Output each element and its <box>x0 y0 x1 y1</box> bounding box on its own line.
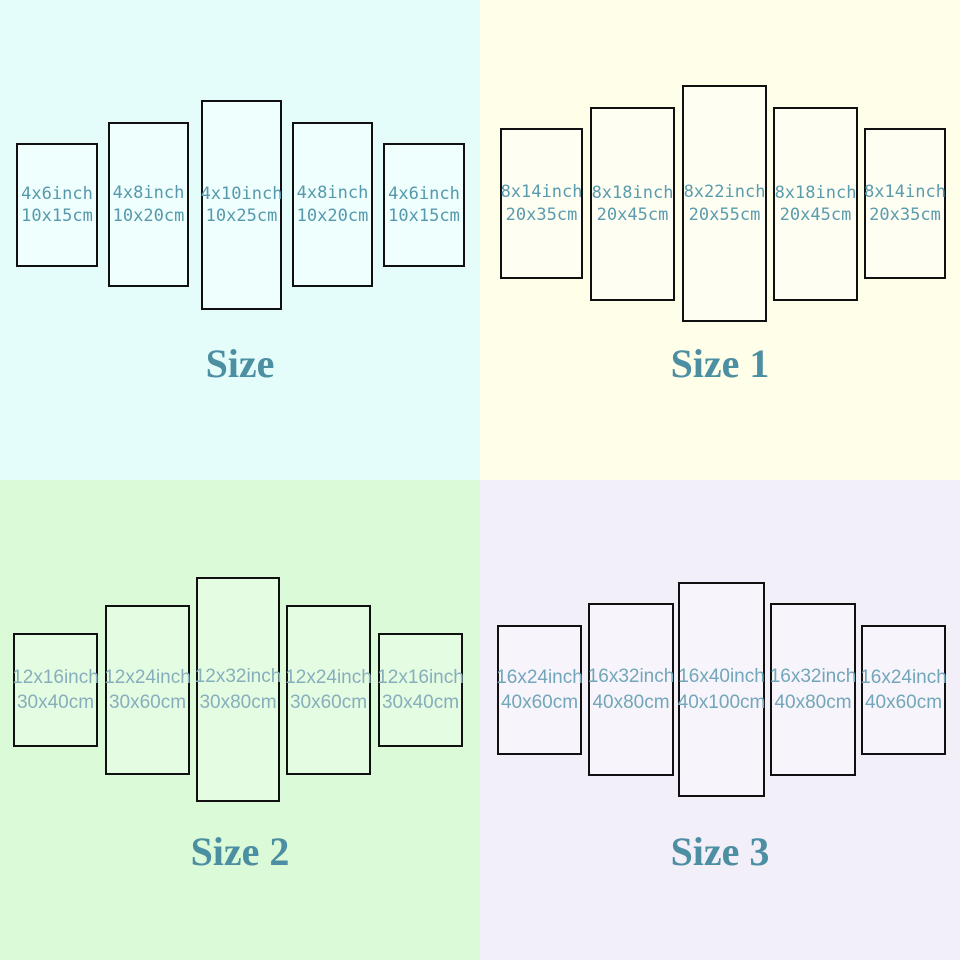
panel-inch-label: 4x6inch <box>21 183 93 204</box>
panel-cm-label: 20x45cm <box>779 205 852 225</box>
panel-inch-label: 4x8inch <box>112 183 185 204</box>
panel-label: 12x32inch 30x80cm <box>195 664 282 714</box>
panel-cm-label: 20x35cm <box>869 204 941 225</box>
panel-inch-label: 12x24inch <box>285 666 372 688</box>
panel-label: 16x32inch 40x80cm <box>770 664 857 714</box>
panel-inch-label: 12x16inch <box>377 666 464 688</box>
panel-inch-label: 16x32inch <box>769 666 857 688</box>
panel-inch-label: 16x32inch <box>587 666 675 688</box>
size-panel: 12x16inch 30x40cm <box>377 633 464 747</box>
panel-inch-label: 8x14inch <box>864 182 946 203</box>
size-panel: 4x6inch 10x15cm <box>16 143 98 267</box>
size-panel: 8x22inch 20x55cm <box>682 85 767 322</box>
quadrant-title: Size 1 <box>670 341 770 386</box>
panel-cm-label: 20x35cm <box>505 204 578 225</box>
panel-label: 4x8inch 10x20cm <box>297 182 369 226</box>
size-panel: 4x6inch 10x15cm <box>383 143 465 267</box>
panel-cm-label: 10x25cm <box>205 206 278 226</box>
size-panel: 16x24inch 40x60cm <box>860 625 947 755</box>
size-panel: 8x14inch 20x35cm <box>500 128 583 279</box>
size-panel: 16x32inch 40x80cm <box>770 603 856 776</box>
quadrant-size-3: 16x24inch 40x60cm 16x32inch 40x80cm 16x4… <box>480 480 960 960</box>
size-panel: 4x10inch 10x25cm <box>201 100 282 310</box>
panel-cm-label: 30x60cm <box>108 692 187 713</box>
panel-cm-label: 10x20cm <box>296 205 369 226</box>
size-panel: 8x18inch 20x45cm <box>773 107 858 301</box>
panel-cm-label: 10x20cm <box>112 205 185 226</box>
panel-cm-label: 40x100cm <box>677 691 766 713</box>
size-panel: 16x32inch 40x80cm <box>588 603 674 776</box>
panel-label: 8x18inch 20x45cm <box>775 182 857 226</box>
panel-inch-label: 16x24inch <box>860 666 947 688</box>
panel-cm-label: 20x45cm <box>596 205 669 225</box>
quadrant-size-2: 12x16inch 30x40cm 12x24inch 30x60cm 12x3… <box>0 480 480 960</box>
panel-label: 16x32inch 40x80cm <box>588 664 675 714</box>
panel-cm-label: 30x80cm <box>199 691 277 713</box>
panel-inch-label: 8x18inch <box>591 182 674 203</box>
panel-inch-label: 16x24inch <box>496 666 583 688</box>
panel-label: 12x16inch 30x40cm <box>12 665 99 715</box>
panel-inch-label: 4x8inch <box>296 183 369 204</box>
panel-cm-label: 40x80cm <box>774 691 852 713</box>
panel-cm-label: 40x60cm <box>864 692 943 713</box>
panel-label: 4x8inch 10x20cm <box>113 182 185 226</box>
size-panel: 16x24inch 40x60cm <box>496 625 583 755</box>
panel-label: 4x6inch 10x15cm <box>21 183 93 227</box>
panel-cm-label: 30x60cm <box>289 692 368 713</box>
size-panel: 12x32inch 30x80cm <box>195 577 282 802</box>
panel-label: 16x24inch 40x60cm <box>860 665 947 715</box>
size-panel: 8x14inch 20x35cm <box>864 128 946 279</box>
panel-inch-label: 8x18inch <box>774 182 857 203</box>
quadrant-size: 4x6inch 10x15cm 4x8inch 10x20cm 4x10inch… <box>0 0 480 480</box>
panel-cm-label: 10x15cm <box>21 206 93 226</box>
panel-label: 16x24inch 40x60cm <box>496 665 583 715</box>
size-panel: 8x18inch 20x45cm <box>590 107 675 301</box>
panel-label: 12x16inch 30x40cm <box>377 665 464 715</box>
panel-cm-label: 10x15cm <box>388 206 460 226</box>
panel-label: 8x18inch 20x45cm <box>592 182 674 226</box>
panel-inch-label: 4x6inch <box>388 183 460 204</box>
size-panel: 12x24inch 30x60cm <box>285 605 372 775</box>
panel-cm-label: 30x40cm <box>16 692 95 713</box>
panel-cm-label: 30x40cm <box>381 692 460 713</box>
panel-inch-label: 8x14inch <box>500 182 583 203</box>
panel-inch-label: 12x24inch <box>104 666 191 688</box>
panel-inch-label: 12x32inch <box>194 666 282 688</box>
panel-label: 4x6inch 10x15cm <box>388 183 460 227</box>
quadrant-title: Size 2 <box>190 829 290 874</box>
size-panel: 4x8inch 10x20cm <box>108 122 189 287</box>
size-panel: 4x8inch 10x20cm <box>292 122 373 287</box>
quadrant-title: Size 3 <box>670 829 770 874</box>
size-panel: 16x40inch 40x100cm <box>678 582 765 797</box>
panel-cm-label: 40x60cm <box>500 692 579 713</box>
panel-cm-label: 40x80cm <box>592 691 670 713</box>
panel-inch-label: 4x10inch <box>200 183 283 204</box>
panel-cm-label: 20x55cm <box>688 204 761 225</box>
panel-inch-label: 8x22inch <box>683 182 766 203</box>
panel-label: 8x14inch 20x35cm <box>864 181 946 225</box>
panel-inch-label: 12x16inch <box>12 666 99 688</box>
panel-label: 12x24inch 30x60cm <box>285 665 372 715</box>
panel-label: 8x22inch 20x55cm <box>684 181 766 225</box>
size-panel: 12x24inch 30x60cm <box>104 605 191 775</box>
panel-label: 16x40inch 40x100cm <box>678 664 766 714</box>
panel-label: 8x14inch 20x35cm <box>501 181 583 225</box>
quadrant-size-1: 8x14inch 20x35cm 8x18inch 20x45cm 8x22in… <box>480 0 960 480</box>
panel-label: 4x10inch 10x25cm <box>201 183 283 227</box>
quadrant-title: Size <box>205 341 275 386</box>
panel-inch-label: 16x40inch <box>678 666 765 688</box>
panel-label: 12x24inch 30x60cm <box>104 665 191 715</box>
size-panel: 12x16inch 30x40cm <box>12 633 99 747</box>
